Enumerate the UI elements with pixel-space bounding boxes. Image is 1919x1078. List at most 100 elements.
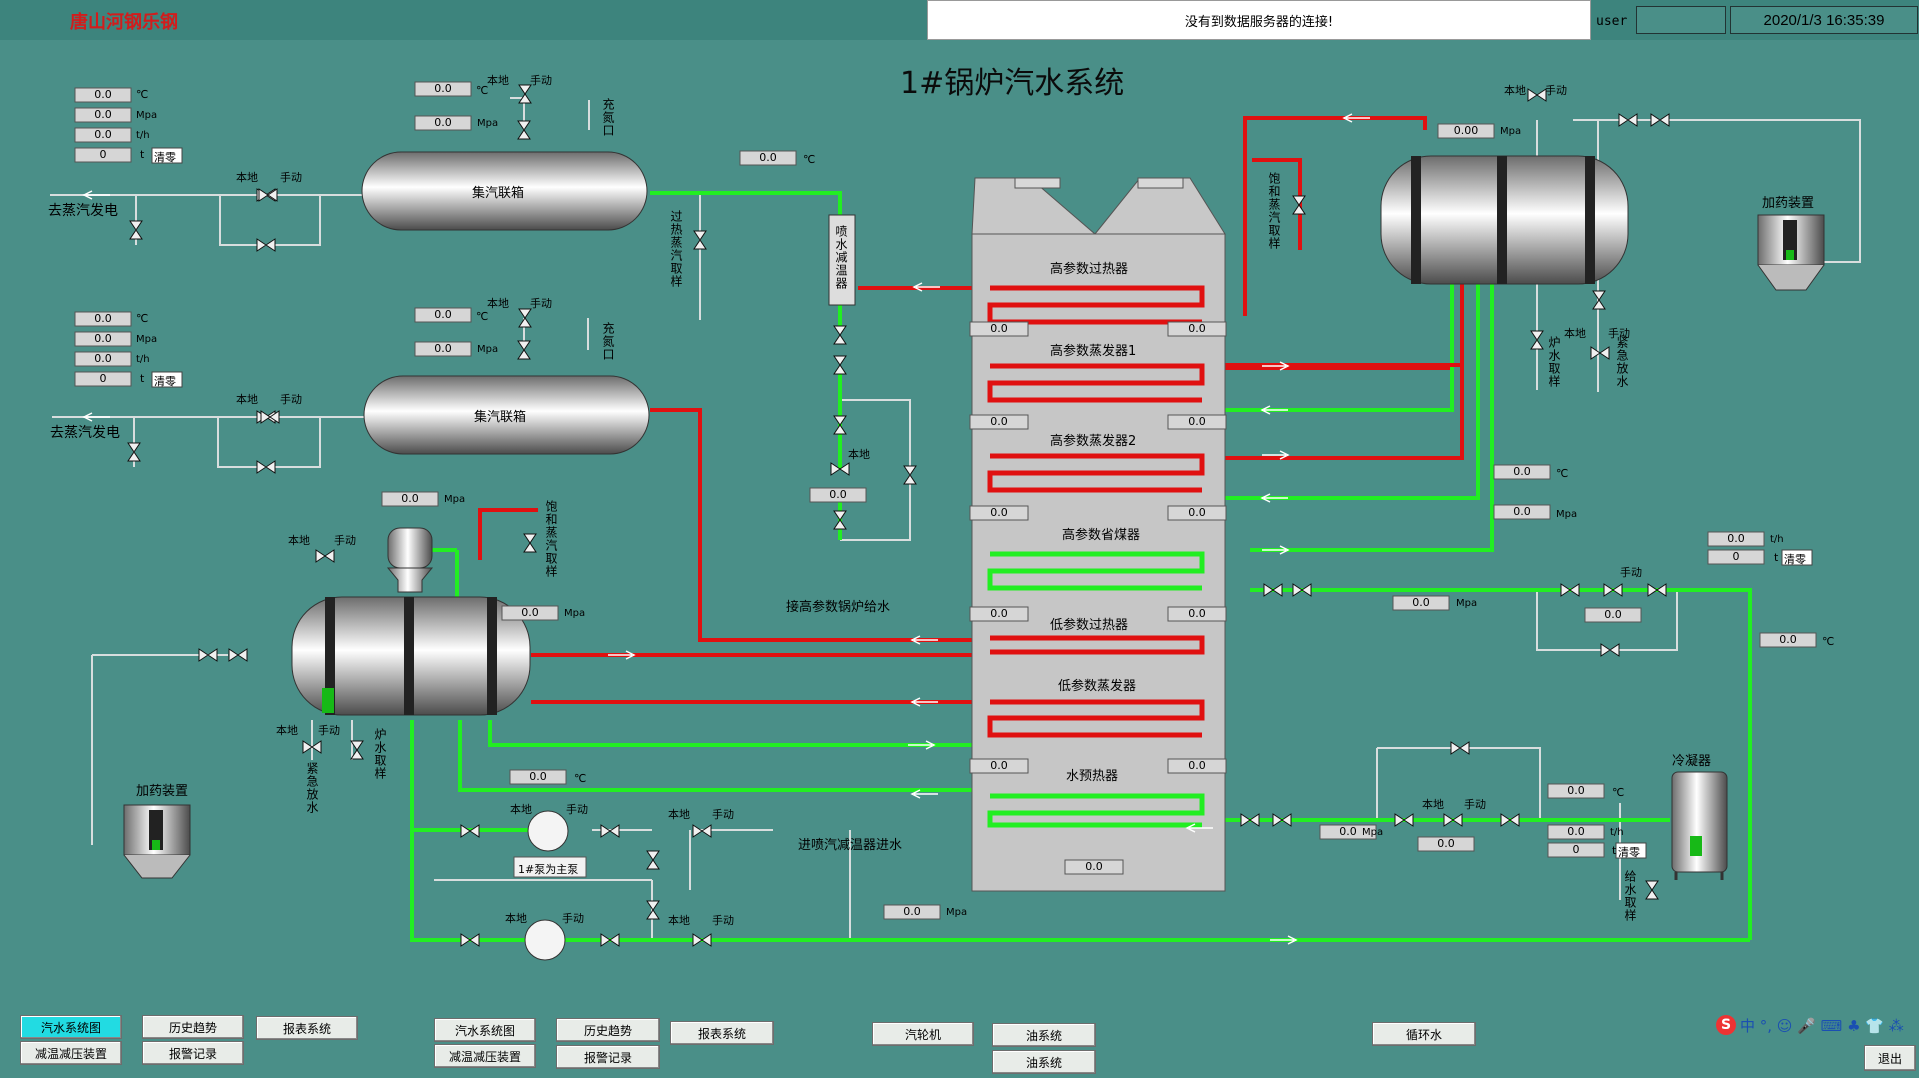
label-manual: 手动: [712, 914, 734, 927]
reading-cond-press: 0.0: [1339, 825, 1357, 838]
label-local: 本地: [1504, 84, 1526, 97]
label-manual: 手动: [1620, 566, 1642, 579]
reading-lpdrum-press2: 0.0: [521, 606, 539, 619]
reading-cond-flow: 0.0: [1567, 825, 1585, 838]
reading-hdr1-press: 0.0: [434, 116, 452, 129]
label-condenser: 冷凝器: [1672, 754, 1712, 769]
reading-hdr1-temp: 0.0: [434, 82, 452, 95]
reading-boiler-1l: 0.0: [990, 322, 1008, 335]
label-feed-sample: 给水取样: [1623, 870, 1637, 922]
reading-boiler-3l: 0.0: [990, 506, 1008, 519]
unit-c: ℃: [574, 772, 587, 785]
reading-r-total: 0: [1732, 550, 1740, 563]
label-local: 本地: [276, 724, 298, 737]
label-manual: 手动: [1464, 798, 1486, 811]
reset-boxes[interactable]: [151, 147, 1813, 859]
pump-2-icon[interactable]: [524, 919, 566, 961]
user-label: user: [1596, 14, 1628, 29]
nav-g1-btn-0[interactable]: 汽水系统图: [20, 1015, 122, 1039]
unit-t: t: [140, 148, 145, 161]
label-local: 本地: [848, 448, 870, 461]
label-local: 本地: [1564, 327, 1586, 340]
nav-g1-btn-3[interactable]: 减温减压装置: [20, 1041, 122, 1065]
unit-th: t/h: [1610, 827, 1624, 838]
label-manual: 手动: [712, 808, 734, 821]
unit-mpa: Mpa: [564, 608, 586, 619]
nav-g3-btn-0[interactable]: 汽轮机: [872, 1022, 974, 1046]
reading-top-total: 0: [99, 148, 107, 161]
label-manual: 手动: [562, 912, 584, 925]
reading-hdr2-temp: 0.0: [434, 308, 452, 321]
pump-main-box: [513, 856, 587, 878]
label-manual: 手动: [1545, 84, 1567, 97]
nav-g1-btn-2[interactable]: 报表系统: [256, 1016, 358, 1040]
user-field[interactable]: [1636, 6, 1726, 34]
label-header-box-2: 集汽联箱: [474, 410, 527, 425]
boiler-body: [971, 177, 1226, 892]
reading-boiler-4l: 0.0: [990, 607, 1008, 620]
label-go-steam-gen-1: 去蒸汽发电: [48, 203, 118, 219]
reset-button-4[interactable]: 清零: [1618, 846, 1640, 859]
unit-mpa: Mpa: [444, 494, 466, 505]
label-hp-feed: 接高参数锅炉给水: [786, 600, 891, 615]
nav-g2-btn-4[interactable]: 报警记录: [556, 1045, 660, 1069]
reset-button-3[interactable]: 清零: [1784, 553, 1806, 566]
label-lp-superheater: 低参数过热器: [1050, 618, 1129, 633]
unit-mpa: Mpa: [136, 110, 158, 121]
reading-cond-temp: 0.0: [1567, 784, 1585, 797]
unit-mpa: Mpa: [1456, 598, 1478, 609]
label-local: 本地: [1422, 798, 1444, 811]
unit-mpa: Mpa: [1500, 126, 1522, 137]
nav-g2-btn-3[interactable]: 减温减压装置: [434, 1044, 536, 1068]
label-emergency-drain: 紧急放水: [305, 762, 319, 814]
desuperheater: [828, 214, 856, 306]
nav-g3-btn-2[interactable]: 油系统: [992, 1050, 1096, 1074]
value-boxes: [74, 81, 1817, 920]
nav-g2-btn-1[interactable]: 历史趋势: [556, 1018, 660, 1042]
nav-g1-btn-4[interactable]: 报警记录: [142, 1041, 244, 1065]
label-local: 本地: [288, 534, 310, 547]
label-sat-steam-sample2: 饱和蒸汽取样: [1267, 172, 1281, 250]
nav-g1-btn-1[interactable]: 历史趋势: [142, 1015, 244, 1039]
unit-c: ℃: [1556, 467, 1569, 480]
unit-t: t: [1612, 844, 1617, 857]
nav-g3-btn-3[interactable]: 循环水: [1372, 1022, 1476, 1046]
unit-th: t/h: [1770, 534, 1784, 545]
reading-r-temp: 0.0: [1513, 465, 1531, 478]
nav-g3-btn-1[interactable]: 油系统: [992, 1023, 1096, 1047]
reading-feed-press: 0.0: [903, 905, 921, 918]
unit-c: ℃: [476, 310, 489, 323]
unit-c: ℃: [1612, 786, 1625, 799]
unit-mpa: Mpa: [946, 907, 968, 918]
datetime-display: 2020/1/3 16:35:39: [1730, 6, 1918, 34]
connection-status: 没有到数据服务器的连接!: [927, 0, 1591, 40]
label-manual: 手动: [530, 297, 552, 310]
reading-boiler-4r: 0.0: [1188, 607, 1206, 620]
exit-button[interactable]: 退出: [1864, 1045, 1916, 1071]
reading-boiler-bottom: 0.0: [1085, 860, 1103, 873]
reading-mid-press: 0.0: [94, 332, 112, 345]
label-fill-nitrogen-1: 充氮口: [601, 98, 615, 137]
label-pump-main: 1#泵为主泵: [518, 863, 579, 876]
label-sat-steam-sample: 饱和蒸汽取样: [544, 500, 558, 578]
unit-t: t: [1774, 551, 1779, 564]
nav-g2-btn-2[interactable]: 报表系统: [670, 1021, 774, 1045]
unit-mpa: Mpa: [1556, 509, 1578, 520]
label-local: 本地: [236, 171, 258, 184]
reset-button-2[interactable]: 清零: [154, 375, 176, 388]
unit-c: ℃: [136, 88, 149, 101]
unit-c: ℃: [476, 84, 489, 97]
reading-boiler-2r: 0.0: [1188, 415, 1206, 428]
nav-g2-btn-0[interactable]: 汽水系统图: [434, 1018, 536, 1042]
reset-button-1[interactable]: 清零: [154, 151, 176, 164]
reading-lpdrum-press: 0.0: [401, 492, 419, 505]
reading-boiler-2l: 0.0: [990, 415, 1008, 428]
reading-boiler-1r: 0.0: [1188, 322, 1206, 335]
ime-toolbar[interactable]: S 中 °, ☺ 🎤 ⌨ ♣ 👕 ⁂: [1716, 1012, 1910, 1038]
reading-r-press: 0.0: [1513, 505, 1531, 518]
label-manual: 手动: [318, 724, 340, 737]
label-fill-nitrogen-2: 充氮口: [601, 322, 615, 361]
pump-1-icon[interactable]: [527, 810, 569, 852]
unit-c: ℃: [136, 312, 149, 325]
